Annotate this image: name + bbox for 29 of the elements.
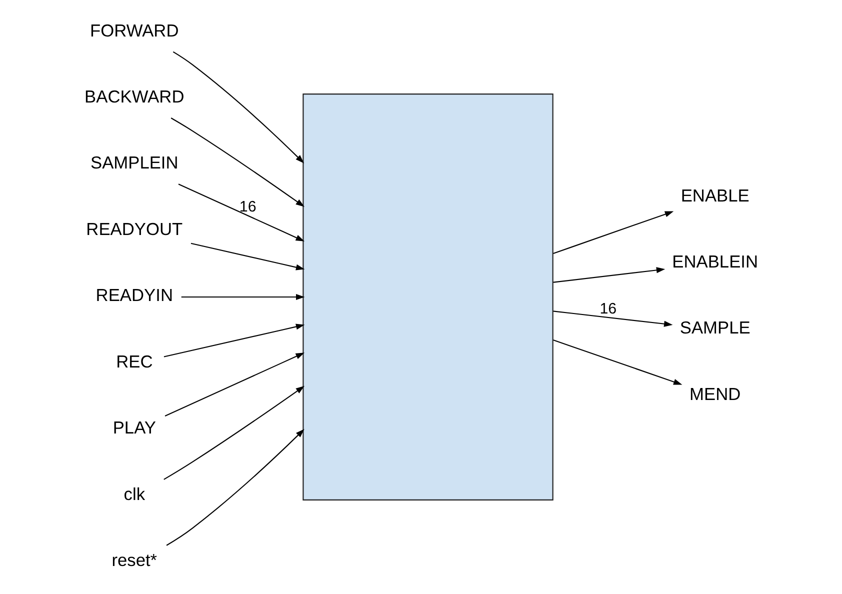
arrow [552, 340, 682, 385]
arrow [163, 386, 304, 480]
arrow [190, 242, 304, 270]
arrow [552, 310, 672, 327]
node-text: REC [116, 351, 152, 372]
arrow [552, 211, 674, 254]
arrow [170, 118, 304, 207]
node-text: ENABLE [680, 185, 749, 206]
node-text: MEND [689, 384, 740, 404]
node-text: ENABLEIN [672, 251, 758, 272]
arrow [166, 429, 304, 546]
arrow [164, 352, 304, 416]
node-text: PLAY [112, 418, 156, 438]
node-text: BACKWARD [84, 86, 184, 106]
edge-label: 16 [599, 300, 616, 318]
node-text: READYOUT [86, 218, 182, 239]
node-text: SAMPLEIN [90, 152, 178, 173]
arrow [552, 267, 665, 283]
node-text: READYIN [95, 285, 172, 306]
node-text: clk [123, 484, 145, 504]
arrow [163, 324, 304, 358]
arrow [172, 51, 304, 164]
node-text: reset* [111, 550, 157, 570]
arrow [180, 294, 304, 300]
node-text: SAMPLE [679, 318, 750, 338]
edge-label: 16 [238, 198, 256, 216]
arrow [178, 184, 304, 242]
node-text: FORWARD [90, 20, 178, 40]
node-box [302, 93, 553, 501]
